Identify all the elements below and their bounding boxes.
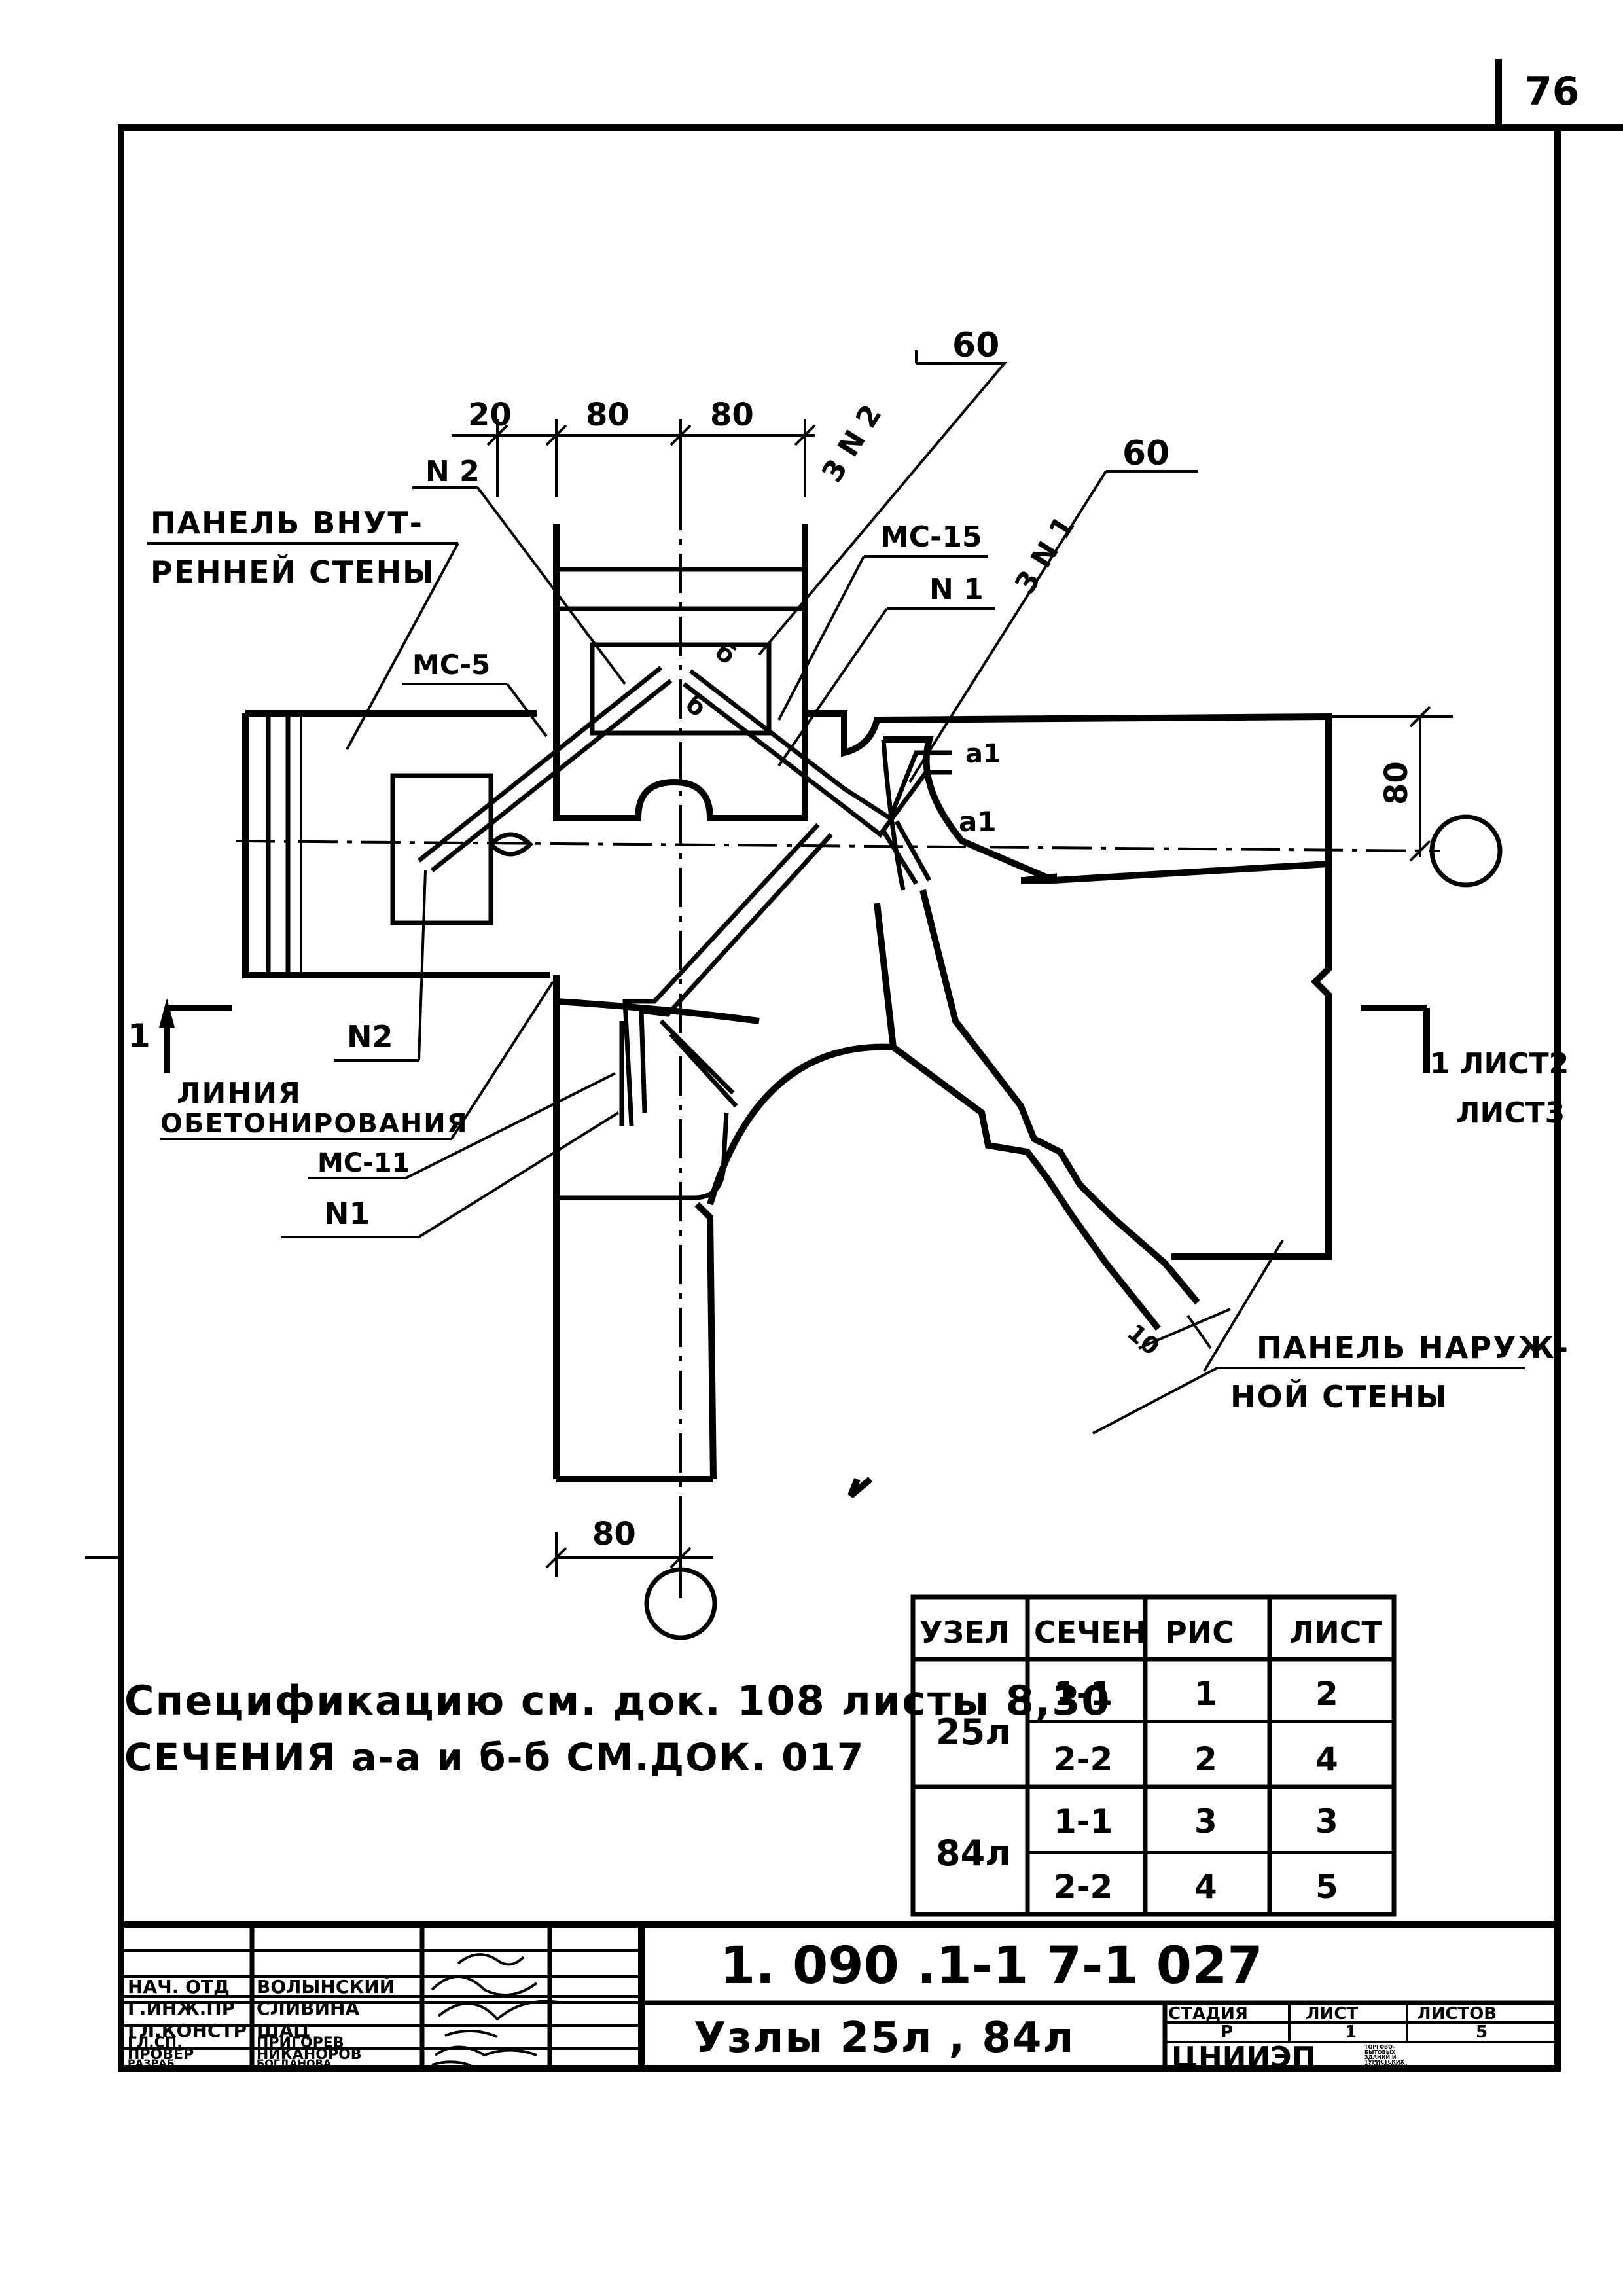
dim-80-vertical: 80 xyxy=(1378,761,1415,805)
dim-20: 20 xyxy=(468,397,512,433)
note-sections: СЕЧЕНИЯ а-а и б-б СМ.ДОК. 017 xyxy=(124,1735,865,1780)
sig-role-2: ГЛ.КОНСТР xyxy=(128,2020,247,2041)
stage-header: СТАДИЯ xyxy=(1168,2004,1248,2024)
sheets-value: 5 xyxy=(1476,2022,1488,2042)
sheet-value: 1 xyxy=(1345,2022,1357,2042)
signature-scribbles xyxy=(431,1953,563,2067)
section-mark-right: 1 ЛИСТ2 xyxy=(1430,1047,1569,1081)
title-block: НАЧ. ОТД ВОЛЫНСКИЙ Г.ИНЖ.ПР СЛИВИНА ГЛ.К… xyxy=(118,1921,1561,2074)
sig-role-5: РАЗРАБ xyxy=(128,2057,175,2070)
label-concreting-1: ЛИНИЯ xyxy=(177,1077,302,1110)
sig-name-3: ПРИГОРЕВ xyxy=(257,2035,344,2051)
label-mc5: МС-5 xyxy=(412,649,490,681)
dim-80-right: 80 xyxy=(710,397,754,433)
label-n2-top: N 2 xyxy=(425,455,480,488)
sig-role-1: Г.ИНЖ.ПР xyxy=(128,1998,235,2019)
cell-25-s1: 1-1 xyxy=(1054,1675,1113,1713)
label-3n1: 3 N 1 xyxy=(1008,511,1081,600)
section-mark-left: 1 xyxy=(128,1017,151,1055)
node-84: 84л xyxy=(936,1833,1011,1874)
label-n1-top: N 1 xyxy=(929,573,984,606)
sig-role-4: ПРОВЕР xyxy=(128,2047,194,2063)
label-a1-lower: a1 xyxy=(959,806,997,838)
org-desc-3: ТУРИСТСКИХ xyxy=(1364,2059,1405,2065)
cell-25-s2: 2-2 xyxy=(1054,1740,1113,1778)
label-b-1: б xyxy=(709,637,741,670)
cell-25-l1: 2 xyxy=(1315,1675,1338,1713)
org-desc-4: КОМПЛЕКСОВ xyxy=(1364,2063,1407,2069)
th-section: СЕЧЕН xyxy=(1034,1615,1147,1650)
org-desc-0: ТОРГОВО- xyxy=(1364,2044,1395,2050)
column-top-outline xyxy=(553,524,808,821)
dim-80-bottom: 80 xyxy=(592,1516,636,1552)
stage-value: Р xyxy=(1221,2022,1233,2042)
sections-table: УЗЕЛ СЕЧЕН РИС ЛИСТ 25л 1-1 1 2 2-2 2 4 … xyxy=(910,1594,1397,1917)
doc-code: 1. 090 .1-1 7-1 027 xyxy=(720,1937,1263,1996)
cell-25-f1: 1 xyxy=(1194,1675,1217,1713)
label-b-2: б xyxy=(680,689,712,723)
sheet-header: ЛИСТ xyxy=(1306,2004,1358,2024)
horizontal-axis xyxy=(235,840,1440,852)
cell-25-l2: 4 xyxy=(1315,1740,1338,1778)
org-name: ЦНИИЭП xyxy=(1171,2041,1315,2074)
sheets-header: ЛИСТОВ xyxy=(1417,2004,1497,2024)
label-mc15: МС-15 xyxy=(880,520,982,554)
org-desc-1: БЫТОВЫХ xyxy=(1364,2049,1396,2055)
cell-84-s2: 2-2 xyxy=(1054,1868,1113,1906)
th-node: УЗЕЛ xyxy=(919,1615,1010,1650)
label-panel-outer-2: НОЙ СТЕНЫ xyxy=(1230,1379,1448,1414)
cell-84-l2: 5 xyxy=(1315,1868,1338,1906)
sig-name-2: ШАЦ xyxy=(257,2020,310,2041)
label-n1-bottom: N1 xyxy=(324,1196,370,1231)
label-concreting-2: ОБЕТОНИРОВАНИЯ xyxy=(160,1109,469,1139)
axis-marker-right xyxy=(1429,814,1503,888)
label-panel-inner-1: ПАНЕЛЬ ВНУТ- xyxy=(151,505,423,541)
dim-60-top: 60 xyxy=(952,326,999,365)
cell-84-f1: 3 xyxy=(1194,1803,1217,1840)
dim-80-left: 80 xyxy=(586,397,630,433)
node-25: 25л xyxy=(936,1712,1011,1753)
sig-name-5: БОГДАНОВА xyxy=(257,2057,332,2070)
sig-name-4: НИКАНОРОВ xyxy=(257,2047,362,2063)
note-specification: Спецификацию см. док. 108 листы 8,30 xyxy=(124,1677,1111,1725)
callouts: ПАНЕЛЬ ВНУТ- РЕННЕЙ СТЕНЫ N 2 МС-5 МС-15… xyxy=(128,399,1569,1435)
notes: Спецификацию см. док. 108 листы 8,30 СЕЧ… xyxy=(124,1677,1111,1780)
org-desc-2: ЗДАНИЙ И xyxy=(1364,2053,1397,2060)
label-3n2: 3 N 2 xyxy=(815,399,888,488)
dim-60-right: 60 xyxy=(1122,434,1169,473)
label-panel-inner-2: РЕННЕЙ СТЕНЫ xyxy=(151,554,435,590)
cell-84-f2: 4 xyxy=(1194,1868,1217,1906)
inner-panel-outline xyxy=(242,713,550,978)
node-drawing xyxy=(235,491,1503,1640)
label-panel-outer-1: ПАНЕЛЬ НАРУЖ- xyxy=(1257,1330,1569,1365)
label-mc11: МС-11 xyxy=(317,1148,410,1178)
cell-84-l1: 3 xyxy=(1315,1803,1338,1840)
sheet-title: Узлы 25л , 84л xyxy=(694,2014,1075,2062)
th-sheet: ЛИСТ xyxy=(1289,1615,1382,1650)
page-number: 76 xyxy=(1525,69,1580,115)
rebar-n2 xyxy=(417,666,673,872)
sig-name-1: СЛИВИНА xyxy=(257,1998,359,2019)
label-n2-bottom: N2 xyxy=(347,1019,393,1054)
sig-role-0: НАЧ. ОТД xyxy=(128,1976,230,1998)
th-figure: РИС xyxy=(1165,1615,1234,1650)
label-a1-upper: a1 xyxy=(965,739,1001,769)
sig-role-3: ГЛ.СП. xyxy=(128,2035,183,2051)
section-mark-right-sheet3: ЛИСТ3 xyxy=(1456,1096,1565,1130)
cell-84-s1: 1-1 xyxy=(1054,1803,1113,1840)
mc5-plate xyxy=(390,773,493,925)
sig-name-0: ВОЛЫНСКИЙ xyxy=(257,1975,395,1998)
cell-25-f2: 2 xyxy=(1194,1740,1217,1778)
